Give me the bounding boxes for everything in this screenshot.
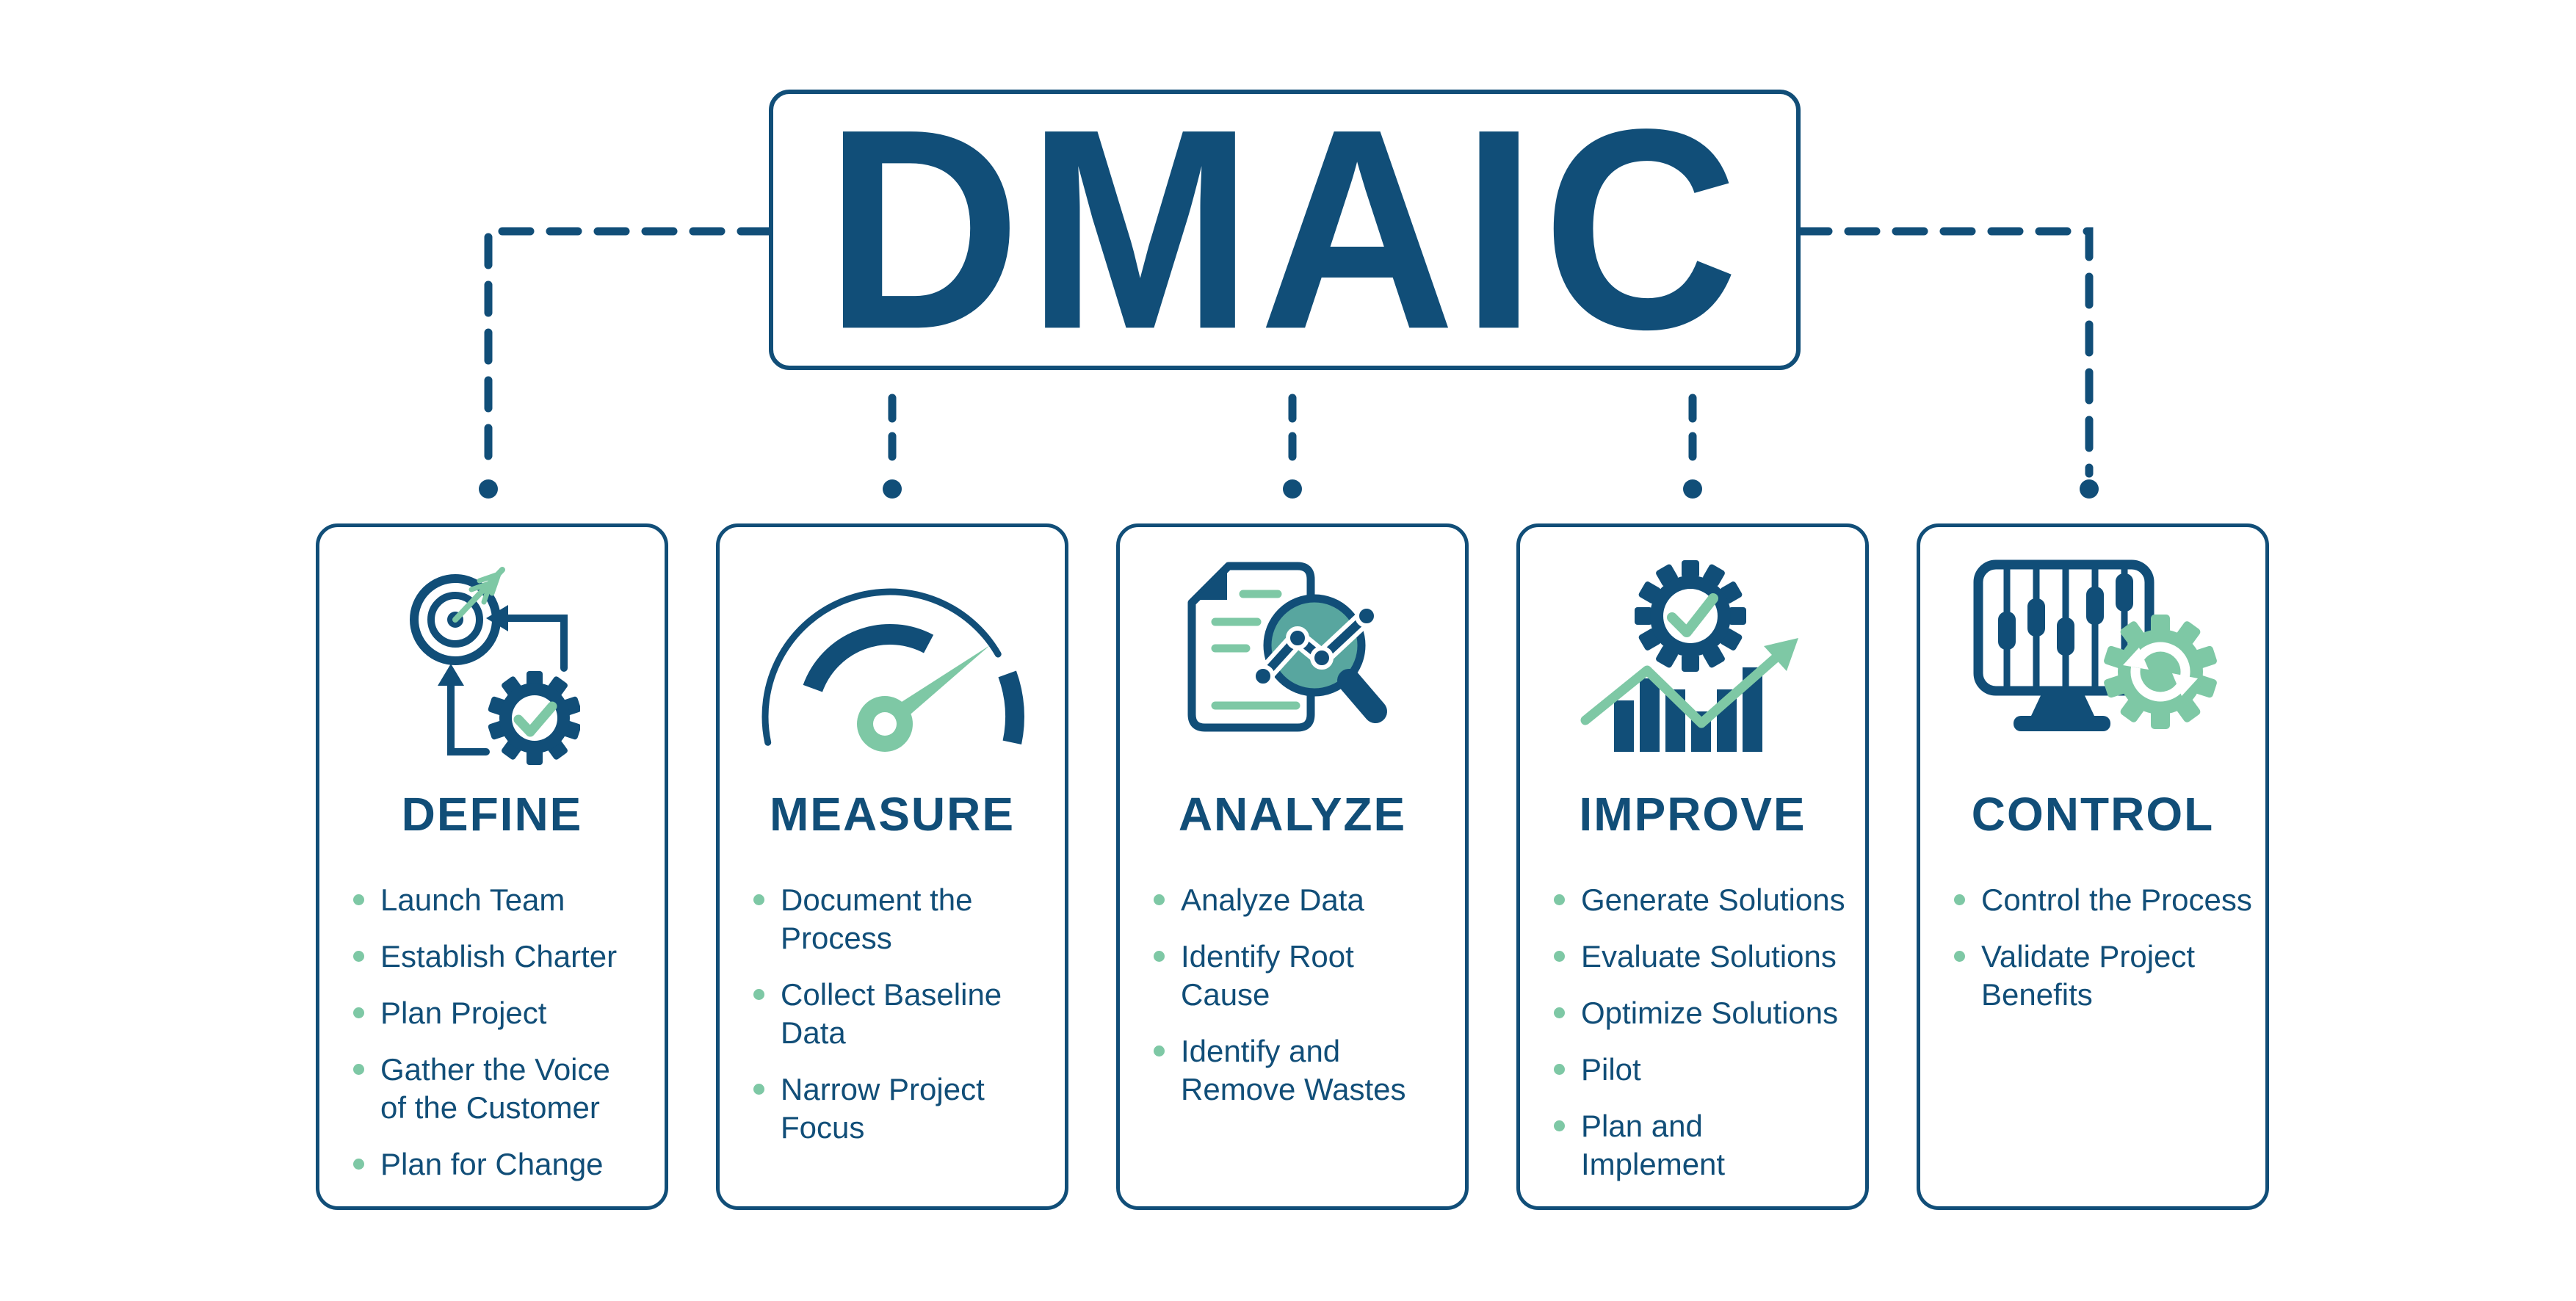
- list-item: Evaluate Solutions: [1554, 938, 1861, 976]
- bullet-dot-icon: [753, 989, 764, 1000]
- bullet-dot-icon: [1554, 951, 1565, 962]
- bullet-dot-icon: [353, 951, 364, 962]
- phase-card-define: DEFINE Launch Team Establish Charter Pla…: [316, 523, 668, 1210]
- bullet-dot-icon: [353, 894, 364, 905]
- main-title: DMAIC: [825, 70, 1745, 389]
- list-item: Validate Project Benefits: [1954, 938, 2261, 1014]
- connector-left: [484, 227, 773, 478]
- phase-item-list: Control the Process Validate Project Ben…: [1920, 881, 2265, 1014]
- phase-title: IMPROVE: [1579, 788, 1806, 841]
- phase-item-list: Document the Process Collect Baseline Da…: [720, 881, 1065, 1147]
- define-icon-area: [319, 555, 665, 768]
- phase-card-analyze: ANALYZE Analyze Data Identify Root Cause…: [1116, 523, 1469, 1210]
- document-magnifier-chart-icon: [1187, 562, 1387, 732]
- list-item: Gather the Voice of the Customer: [353, 1051, 660, 1127]
- phase-item-list: Generate Solutions Evaluate Solutions Op…: [1520, 881, 1865, 1184]
- phase-title: CONTROL: [1971, 788, 2215, 841]
- speedometer-gauge-icon: [761, 588, 1024, 752]
- phase-item-list: Launch Team Establish Charter Plan Proje…: [319, 881, 665, 1184]
- bullet-dot-icon: [753, 894, 764, 905]
- list-item: Narrow Project Focus: [753, 1070, 1060, 1147]
- list-item: Collect Baseline Data: [753, 976, 1060, 1052]
- phase-card-improve: IMPROVE Generate Solutions Evaluate Solu…: [1516, 523, 1869, 1210]
- improve-icon-area: [1520, 555, 1865, 768]
- bullet-dot-icon: [353, 1159, 364, 1170]
- list-item: Generate Solutions: [1554, 881, 1861, 919]
- bullet-dot-icon: [753, 1084, 764, 1095]
- connector-right: [1796, 227, 2094, 478]
- phase-title: ANALYZE: [1178, 788, 1407, 841]
- connector-right-dot: [2080, 479, 2099, 499]
- list-item: Identify Root Cause: [1154, 938, 1461, 1014]
- slider-knobs: [1998, 573, 2133, 656]
- bullet-dot-icon: [1154, 1045, 1165, 1057]
- analyze-icon-area: [1120, 555, 1465, 768]
- list-item: Identify and Remove Wastes: [1154, 1032, 1461, 1109]
- list-item: Establish Charter: [353, 938, 660, 976]
- phase-item-list: Analyze Data Identify Root Cause Identif…: [1120, 881, 1465, 1109]
- connector-measure-dot: [883, 479, 902, 499]
- list-item: Control the Process: [1954, 881, 2261, 919]
- bullet-dot-icon: [1554, 894, 1565, 905]
- list-item: Plan and Implement: [1554, 1107, 1861, 1184]
- measure-icon-area: [720, 555, 1065, 768]
- bullet-dot-icon: [1554, 1007, 1565, 1018]
- list-item: Pilot: [1554, 1051, 1861, 1089]
- gear-icon: [1635, 560, 1746, 672]
- list-item: Document the Process: [753, 881, 1060, 957]
- gear-check-bar-chart-arrow-icon: [1580, 560, 1798, 752]
- bullet-dot-icon: [1154, 951, 1165, 962]
- control-icon-area: [1920, 555, 2265, 768]
- bullet-dot-icon: [1554, 1064, 1565, 1075]
- bullet-dot-icon: [353, 1007, 364, 1018]
- list-item: Plan Project: [353, 994, 660, 1032]
- dmaic-title-box: DMAIC: [769, 70, 1801, 389]
- list-item: Plan for Change: [353, 1145, 660, 1184]
- connector-improve-dot: [1683, 479, 1702, 499]
- bullet-dot-icon: [1154, 894, 1165, 905]
- bullet-dot-icon: [353, 1064, 364, 1075]
- connector-left-dot: [479, 479, 498, 499]
- list-item: Launch Team: [353, 881, 660, 919]
- gear-icon: [488, 671, 580, 765]
- bullet-dot-icon: [1954, 951, 1965, 962]
- list-item: Optimize Solutions: [1554, 994, 1861, 1032]
- bullet-dot-icon: [1554, 1120, 1565, 1131]
- phase-title: MEASURE: [769, 788, 1016, 841]
- phase-title: DEFINE: [401, 788, 583, 841]
- monitor-sliders-sync-gear-icon: [1973, 559, 2217, 731]
- phase-card-measure: MEASURE Document the Process Collect Bas…: [716, 523, 1068, 1210]
- target-arrow-gear-check-icon: [410, 567, 580, 765]
- connector-analyze-dot: [1283, 479, 1302, 499]
- bullet-dot-icon: [1954, 894, 1965, 905]
- list-item: Analyze Data: [1154, 881, 1461, 919]
- phase-card-control: CONTROL Control the Process Validate Pro…: [1917, 523, 2269, 1210]
